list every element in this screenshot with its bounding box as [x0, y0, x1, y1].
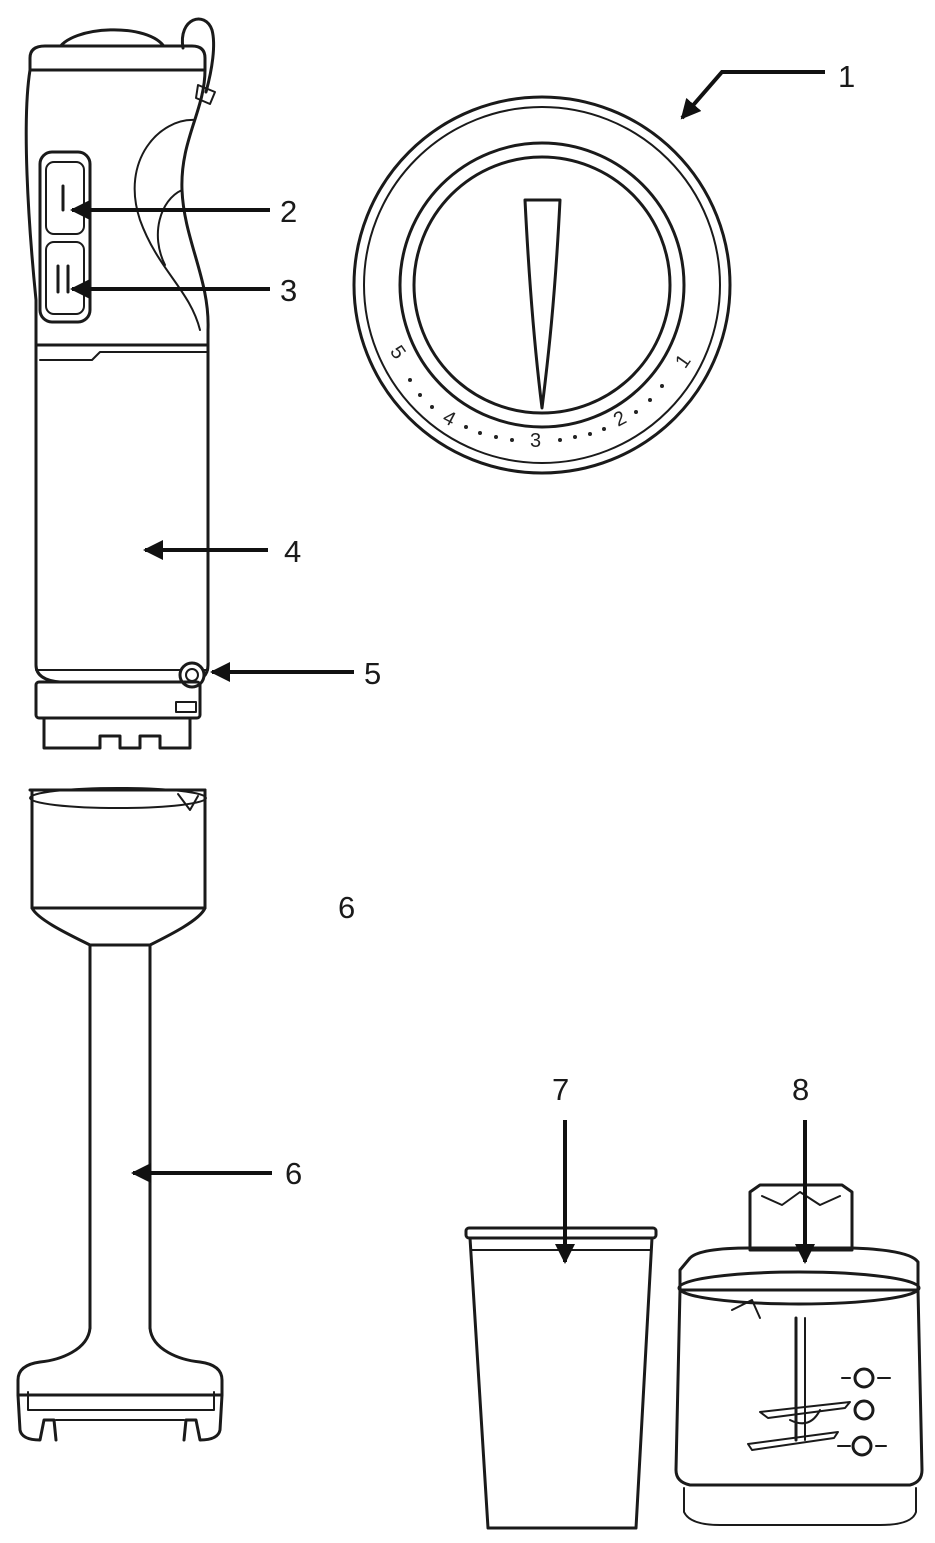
beaker [464, 1226, 658, 1530]
callout-2: 2 [280, 194, 297, 229]
motor-unit [24, 17, 216, 750]
callout-7: 7 [552, 1072, 569, 1107]
callout-1: 1 [838, 59, 855, 94]
speed-dial: 5 4 3 2 1 [352, 95, 732, 475]
chopper-bowl [674, 1183, 924, 1526]
callout-3: 3 [280, 273, 297, 308]
callout-4: 4 [284, 534, 301, 569]
speed-button-i [45, 161, 85, 235]
dial-number-3: 3 [530, 430, 541, 452]
blending-shaft [16, 787, 224, 1442]
callout-labels: 1 2 3 4 5 6 6 7 8 [280, 59, 855, 1191]
callout-5: 5 [364, 656, 381, 691]
dial-number-5: 5 [385, 342, 409, 364]
turbo-button-ii [45, 241, 85, 315]
dial-number-1: 1 [671, 351, 695, 373]
arrow-1 [680, 70, 825, 120]
callout-arrows [70, 70, 825, 1264]
dial-number-2: 2 [610, 407, 630, 432]
callout-8: 8 [792, 1072, 809, 1107]
callout-6-upper: 6 [338, 890, 355, 925]
dial-number-4: 4 [439, 406, 459, 431]
callout-6-lower: 6 [285, 1156, 302, 1191]
dial-dots [408, 378, 664, 442]
